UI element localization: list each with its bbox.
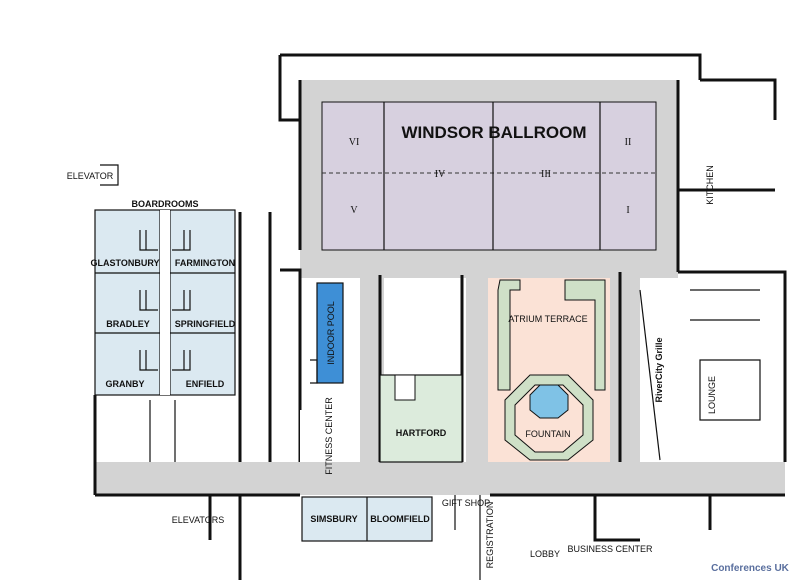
ballroom-section-vi: VI	[349, 137, 360, 148]
lounge-label[interactable]: LOUNGE	[707, 376, 717, 414]
boardrooms[interactable]: BOARDROOMS	[94, 199, 236, 396]
room-bradley[interactable]: BRADLEY	[106, 319, 150, 329]
boardrooms-title: BOARDROOMS	[132, 199, 199, 209]
gift-shop-label[interactable]: GIFT SHOP	[442, 498, 490, 508]
fountain-label: FOUNTAIN	[525, 429, 570, 439]
indoor-pool-label: INDOOR POOL	[326, 301, 336, 365]
elevator-label: ELEVATOR	[67, 171, 114, 181]
windsor-ballroom[interactable]: WINDSOR BALLROOM VI V IV III II I	[321, 101, 657, 251]
rivercity-grille-label[interactable]: RiverCity Grille	[654, 337, 664, 402]
indoor-pool[interactable]: INDOOR POOL	[310, 282, 344, 384]
room-enfield[interactable]: ENFIELD	[186, 379, 225, 389]
ballroom-section-ii: II	[625, 137, 632, 148]
hartford-label: HARTFORD	[396, 428, 447, 438]
registration-label[interactable]: REGISTRATION	[485, 502, 495, 569]
fountain[interactable]: FOUNTAIN	[504, 374, 594, 461]
room-glastonbury[interactable]: GLASTONBURY	[90, 258, 159, 268]
kitchen-label[interactable]: KITCHEN	[705, 165, 715, 205]
lobby-label[interactable]: LOBBY	[530, 549, 560, 559]
ballroom-section-i: I	[626, 205, 629, 216]
ballroom-title: WINDSOR BALLROOM	[401, 123, 586, 142]
room-springfield[interactable]: SPRINGFIELD	[175, 319, 236, 329]
ballroom-section-v: V	[350, 205, 358, 216]
ballroom-section-iv: IV	[435, 169, 446, 180]
room-simsbury[interactable]: SIMSBURY	[310, 514, 357, 524]
simsbury-bloomfield[interactable]	[301, 496, 433, 542]
elevators-label: ELEVATORS	[172, 515, 225, 525]
watermark: Conferences UK	[711, 563, 790, 574]
hartford[interactable]: HARTFORD	[379, 374, 463, 463]
business-center-label[interactable]: BUSINESS CENTER	[567, 544, 653, 554]
ballroom-section-iii: III	[541, 169, 551, 180]
room-farmington[interactable]: FARMINGTON	[175, 258, 235, 268]
room-granby[interactable]: GRANBY	[105, 379, 144, 389]
room-bloomfield[interactable]: BLOOMFIELD	[370, 514, 430, 524]
fitness-center[interactable]: FITNESS CENTER	[300, 397, 360, 475]
atrium-label: ATRIUM TERRACE	[508, 314, 587, 324]
fitness-center-label: FITNESS CENTER	[324, 397, 334, 475]
